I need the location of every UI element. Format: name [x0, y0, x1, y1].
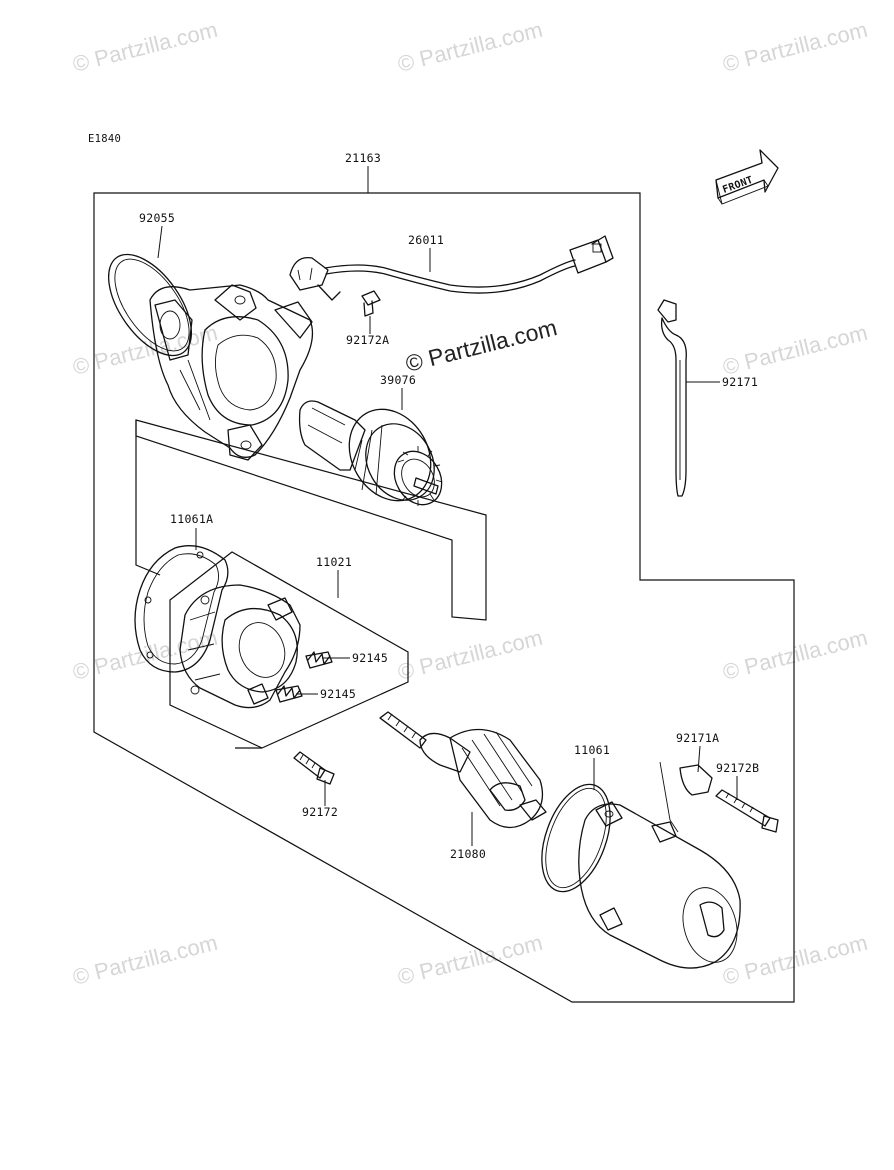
- lead-wire-26011: [289, 235, 614, 301]
- part-label-21080[interactable]: 21080: [450, 847, 486, 861]
- motor-yoke: [578, 801, 741, 969]
- watermark: © Partzilla.com: [70, 320, 220, 380]
- gasket-11061A: [134, 545, 229, 673]
- diagram-code: E1840: [88, 133, 121, 145]
- watermark: © Partzilla.com: [70, 930, 220, 990]
- watermark: © Partzilla.com: [720, 17, 870, 77]
- bolt-92172A: [361, 290, 381, 317]
- subassembly-outline-11061A: [135, 420, 161, 576]
- part-label-39076[interactable]: 39076: [380, 373, 416, 387]
- assembly-outline: [93, 192, 795, 1003]
- part-label-26011[interactable]: 26011: [408, 233, 444, 247]
- part-label-11061A[interactable]: 11061A: [170, 512, 213, 526]
- bolt-92172B: [715, 789, 779, 833]
- part-label-11021[interactable]: 11021: [316, 555, 352, 569]
- part-label-92172[interactable]: 92172: [302, 805, 338, 819]
- spring-92145-a: [305, 651, 333, 669]
- watermark-center: © Partzilla.com: [403, 314, 560, 377]
- clamp-92171A: [659, 761, 713, 833]
- watermark: © Partzilla.com: [720, 320, 870, 380]
- watermark: © Partzilla.com: [395, 625, 545, 685]
- watermark-group: © Partzilla.com © Partzilla.com © Partzi…: [70, 17, 870, 990]
- part-label-92055[interactable]: 92055: [139, 211, 175, 225]
- part-label-92171[interactable]: 92171: [722, 375, 758, 389]
- part-labels: 21163 92055 26011 92172A 39076 92171 110…: [139, 151, 759, 861]
- part-label-21163[interactable]: 21163: [345, 151, 381, 165]
- brush-holder-11021: [179, 584, 301, 709]
- part-label-92145[interactable]: 92145: [320, 687, 356, 701]
- bolt-92172: [293, 751, 335, 785]
- watermark: © Partzilla.com: [720, 625, 870, 685]
- watermark: © Partzilla.com: [720, 930, 870, 990]
- part-label-92171A[interactable]: 92171A: [676, 731, 719, 745]
- spring-92145-b: [275, 685, 303, 703]
- part-label-11061[interactable]: 11061: [574, 743, 610, 757]
- part-label-92172A[interactable]: 92172A: [346, 333, 389, 347]
- front-housing: [149, 284, 314, 461]
- part-label-92145[interactable]: 92145: [352, 651, 388, 665]
- drive-pinion-39076: [298, 400, 443, 506]
- watermark: © Partzilla.com: [395, 930, 545, 990]
- watermark: © Partzilla.com: [395, 17, 545, 77]
- subassembly-outline-11021: [169, 551, 409, 749]
- front-label: FRONT: [721, 175, 754, 196]
- part-label-92172B[interactable]: 92172B: [716, 761, 759, 775]
- leader-lines: [157, 166, 738, 846]
- cable-tie-92171: [657, 299, 687, 497]
- front-arrow-icon: FRONT: [715, 149, 779, 205]
- watermark: © Partzilla.com: [70, 17, 220, 77]
- o-ring-92055: [107, 253, 193, 357]
- armature-21080: [379, 711, 547, 829]
